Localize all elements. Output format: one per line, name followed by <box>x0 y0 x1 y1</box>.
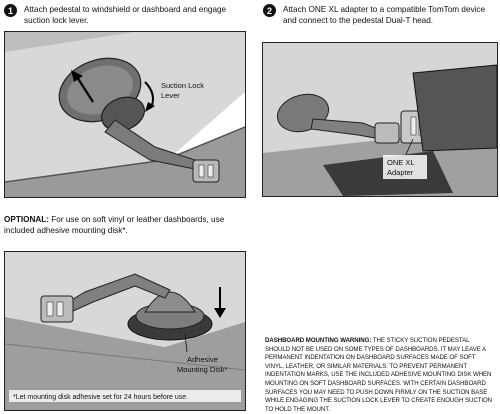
step-1-instruction: Attach pedestal to windshield or dashboa… <box>24 5 227 25</box>
step-1-illustration: Suction Lock Lever <box>4 31 246 198</box>
adapter-label-line-1: ONE XL <box>387 158 415 167</box>
dashboard-warning: DASHBOARD MOUNTING WARNING: The sticky s… <box>265 337 495 414</box>
warning-text: The sticky suction pedestal should not b… <box>265 337 493 413</box>
step-1-number: 1 <box>4 4 17 17</box>
adhesive-label-line-2: Mounting Disk* <box>177 365 228 374</box>
step-2-illustration: ONE XL Adapter <box>262 42 498 197</box>
optional-instruction: OPTIONAL: For use on soft vinyl or leath… <box>4 214 244 236</box>
warning-heading: DASHBOARD MOUNTING WARNING: <box>265 337 372 344</box>
optional-illustration: Adhesive Mounting Disk* *Let mounting di… <box>4 251 246 411</box>
suction-lock-label-line-2: Lever <box>161 91 180 100</box>
optional-text: For use on soft vinyl or leather dashboa… <box>4 215 225 235</box>
adhesive-label-line-1: Adhesive <box>187 355 218 364</box>
adapter-label-line-2: Adapter <box>387 168 414 177</box>
step-2-instruction: Attach ONE XL adapter to a compatible To… <box>283 5 486 25</box>
optional-heading: OPTIONAL: <box>4 215 50 224</box>
suction-lock-label-line-1: Suction Lock <box>161 81 204 90</box>
footnote: *Let mounting disk adhesive set for 24 h… <box>13 394 188 401</box>
step-2-number: 2 <box>263 4 276 17</box>
